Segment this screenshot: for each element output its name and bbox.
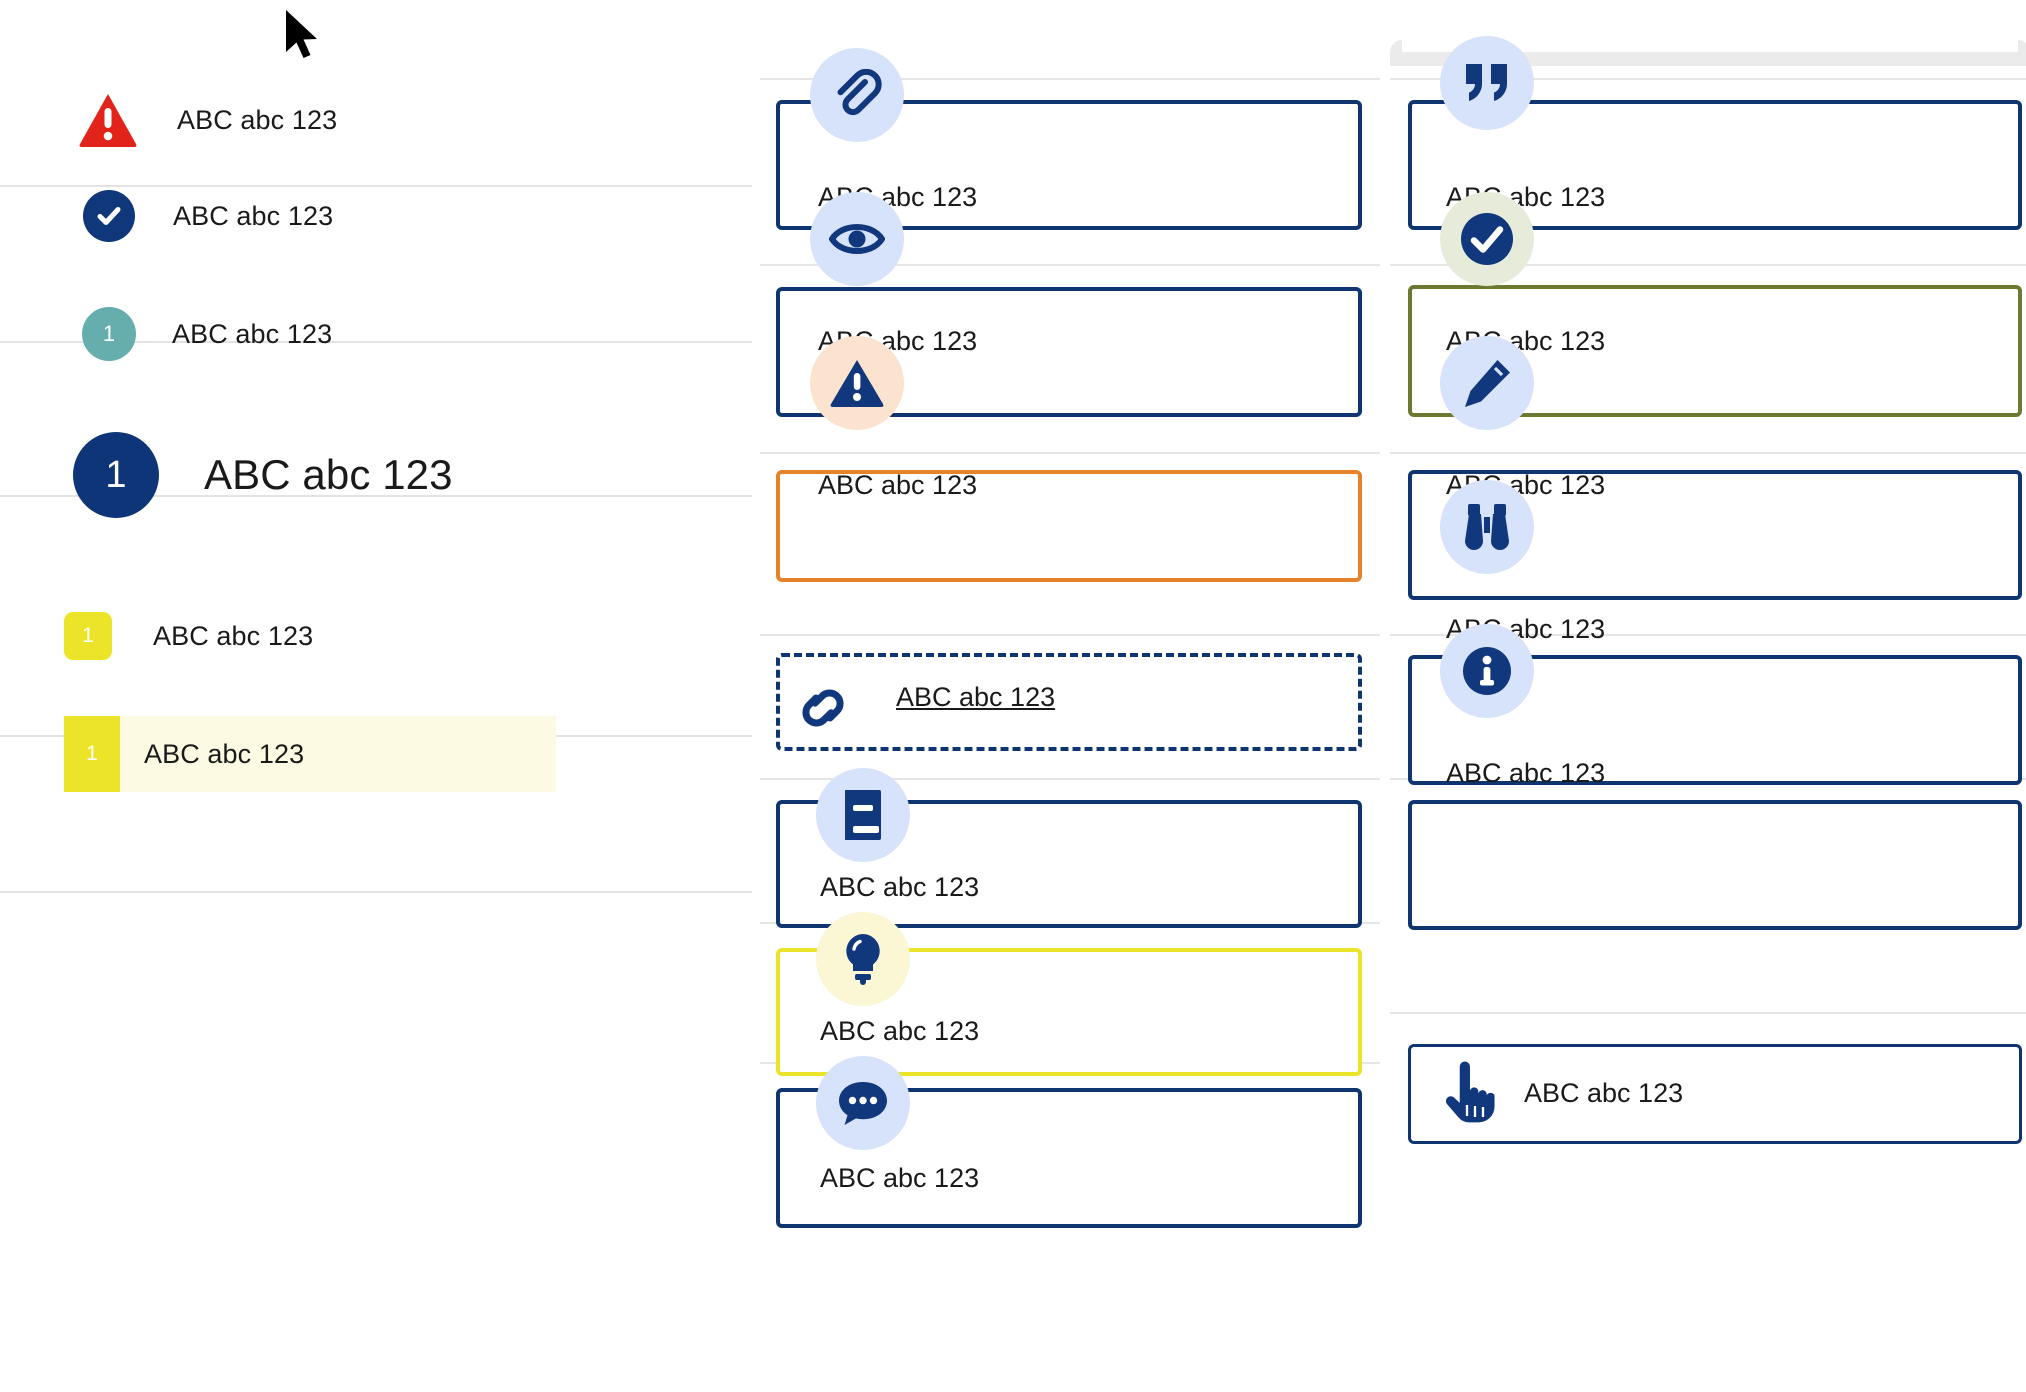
info-circle-icon <box>1440 624 1534 718</box>
list-item-label: ABC abc 123 <box>173 200 334 231</box>
list-item-highlighted-content[interactable]: ABC abc 123 <box>0 716 752 792</box>
paperclip-icon <box>810 48 904 142</box>
list-item-label: ABC abc 123 <box>153 620 314 651</box>
number-circle-navy-icon: 1 <box>73 432 159 518</box>
column-divider <box>760 78 1380 80</box>
column-divider <box>760 264 1380 266</box>
column-divider <box>760 634 1380 636</box>
list-item-label: ABC abc 123 <box>144 738 305 769</box>
list-divider <box>0 495 752 497</box>
book-icon <box>816 768 910 862</box>
reference-card-label: ABC abc 123 <box>820 872 980 902</box>
check-circle-icon <box>1440 192 1534 286</box>
chain-link-icon <box>778 678 868 738</box>
link-card-label[interactable]: ABC abc 123 <box>896 682 1056 712</box>
warning-triangle-red-icon <box>78 92 138 148</box>
column-divider <box>1390 1012 2026 1014</box>
eye-icon <box>810 192 904 286</box>
list-item-label-primary: ABC abc 123 <box>204 451 453 498</box>
warning-triangle-icon <box>810 336 904 430</box>
action-card[interactable] <box>1408 1044 2022 1144</box>
list-item-label: ABC abc 123 <box>177 104 338 135</box>
left-list-panel: ABC abc 123 ABC abc 123 1 ABC abc 123 1 … <box>0 0 752 1392</box>
chat-bubble-icon <box>816 1056 910 1150</box>
list-item-teal-count[interactable]: 1 ABC abc 123 <box>0 294 752 374</box>
background-panel-inner <box>1402 30 2018 52</box>
list-divider <box>0 341 752 343</box>
column-divider <box>760 452 1380 454</box>
quotation-marks-icon <box>1440 36 1534 130</box>
comment-card-label: ABC abc 123 <box>820 1163 980 1193</box>
list-item-highlighted[interactable] <box>64 716 556 792</box>
column-divider <box>1390 264 2026 266</box>
warning-card-label: ABC abc 123 <box>818 470 978 500</box>
binoculars-icon <box>1440 480 1534 574</box>
check-circle-navy-icon <box>83 190 135 242</box>
action-card-label: ABC abc 123 <box>1524 1078 1684 1108</box>
list-divider <box>0 891 752 893</box>
column-divider <box>1390 634 2026 636</box>
link-card[interactable] <box>776 653 1362 751</box>
mouse-pointer-icon <box>282 8 326 71</box>
list-item-yellow-count[interactable]: 1 ABC abc 123 <box>0 596 752 676</box>
lightbulb-icon <box>816 912 910 1006</box>
number-bar-yellow-icon: 1 <box>64 716 120 792</box>
column-divider <box>1390 452 2026 454</box>
number-square-yellow-icon: 1 <box>64 612 112 660</box>
list-item-alert[interactable]: ABC abc 123 <box>0 80 752 160</box>
info-card-label: ABC abc 123 <box>1446 758 1606 788</box>
column-divider <box>1390 78 2026 80</box>
column-divider <box>760 778 1380 780</box>
pointing-hand-icon <box>1424 1050 1516 1140</box>
list-item-primary[interactable]: 1 ABC abc 123 <box>0 430 752 520</box>
list-item-label: ABC abc 123 <box>172 318 333 349</box>
number-circle-teal-icon: 1 <box>82 307 136 361</box>
pencil-icon <box>1440 336 1534 430</box>
tip-card-label: ABC abc 123 <box>820 1016 980 1046</box>
list-item-success[interactable]: ABC abc 123 <box>0 176 752 256</box>
list-divider <box>0 185 752 187</box>
warning-card[interactable] <box>776 470 1362 582</box>
info-card[interactable] <box>1408 800 2022 930</box>
